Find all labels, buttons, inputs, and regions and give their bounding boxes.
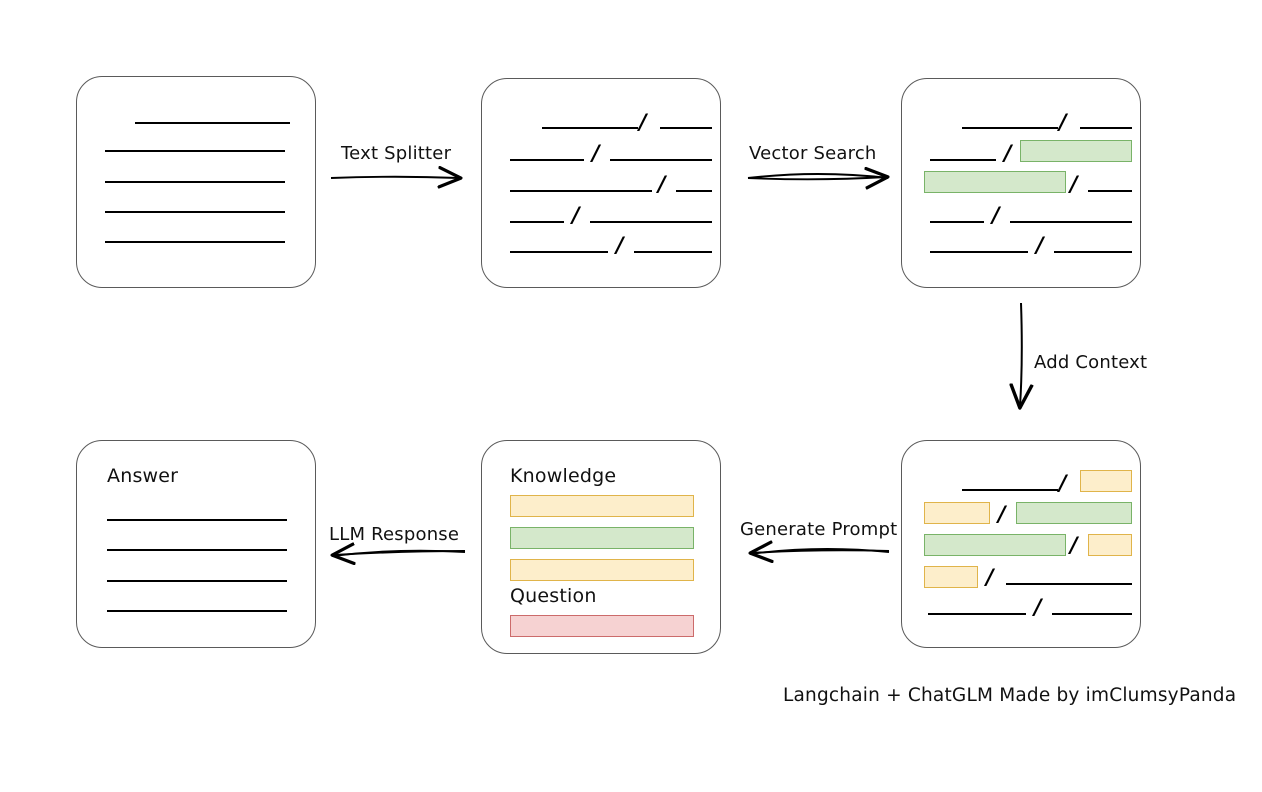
- chunk-separator-slash: /: [1034, 595, 1042, 619]
- text-line: [930, 221, 984, 223]
- text-line: [510, 221, 564, 223]
- edge-llm-response: [332, 551, 466, 556]
- matched-chunk-green: [924, 534, 1066, 556]
- edge-label-llm-response: LLM Response: [329, 524, 460, 545]
- chunk-separator-slash: /: [1059, 110, 1067, 134]
- chunk-separator-slash: /: [572, 203, 580, 227]
- text-line: [1006, 583, 1132, 585]
- text-line: [1080, 127, 1132, 129]
- answer-heading: Answer: [107, 465, 179, 487]
- chunk-separator-slash: /: [992, 203, 1000, 227]
- node-prompt-body: Knowledge Question: [482, 441, 720, 653]
- text-line: [962, 127, 1058, 129]
- node-vector-matched-chunks-body: / / / / /: [902, 79, 1140, 287]
- text-line: [105, 150, 285, 152]
- text-line: [1010, 221, 1132, 223]
- edge-label-add-context: Add Context: [1034, 352, 1148, 373]
- node-split-chunks-body: / / / / /: [482, 79, 720, 287]
- text-line: [105, 181, 285, 183]
- matched-chunk-green: [1020, 140, 1132, 162]
- text-line: [610, 159, 712, 161]
- edge-generate-prompt: [750, 549, 890, 554]
- edge-label-text-splitter: Text Splitter: [341, 143, 452, 164]
- node-context-enriched-chunks[interactable]: / / / / /: [901, 440, 1141, 648]
- text-line: [590, 221, 712, 223]
- text-line: [930, 251, 1028, 253]
- node-context-enriched-chunks-body: / / / / /: [902, 441, 1140, 647]
- matched-chunk-green: [924, 171, 1066, 193]
- text-line: [107, 549, 287, 551]
- text-line: [107, 580, 287, 582]
- knowledge-chunk-yellow: [510, 559, 694, 581]
- text-line: [962, 489, 1058, 491]
- context-chunk-yellow: [924, 502, 990, 524]
- chunk-separator-slash: /: [1059, 471, 1067, 495]
- edge-label-vector-search: Vector Search: [749, 143, 877, 164]
- chunk-separator-slash: /: [658, 172, 666, 196]
- matched-chunk-green: [1016, 502, 1132, 524]
- edge-label-generate-prompt: Generate Prompt: [740, 519, 898, 540]
- node-answer-body: Answer: [77, 441, 315, 647]
- text-line: [105, 211, 285, 213]
- knowledge-chunk-green: [510, 527, 694, 549]
- node-answer[interactable]: Answer: [76, 440, 316, 648]
- text-line: [510, 190, 652, 192]
- node-source-document-body: [77, 77, 315, 287]
- text-line: [1052, 613, 1132, 615]
- text-line: [510, 251, 608, 253]
- chunk-separator-slash: /: [1036, 233, 1044, 257]
- node-split-chunks[interactable]: / / / / /: [481, 78, 721, 288]
- chunk-separator-slash: /: [986, 565, 994, 589]
- text-line: [660, 127, 712, 129]
- chunk-separator-slash: /: [1070, 533, 1078, 557]
- edge-text-splitter: [330, 177, 459, 178]
- chunk-separator-slash: /: [998, 502, 1006, 526]
- chunk-separator-slash: /: [592, 141, 600, 165]
- context-chunk-yellow: [1088, 534, 1132, 556]
- context-chunk-yellow: [1080, 470, 1132, 492]
- context-chunk-yellow: [924, 566, 978, 588]
- text-line: [1088, 190, 1132, 192]
- node-vector-matched-chunks[interactable]: / / / / /: [901, 78, 1141, 288]
- question-chunk-red: [510, 615, 694, 637]
- chunk-separator-slash: /: [616, 233, 624, 257]
- chunk-separator-slash: /: [1070, 172, 1078, 196]
- chunk-separator-slash: /: [1004, 141, 1012, 165]
- text-line: [107, 610, 287, 612]
- text-line: [510, 159, 584, 161]
- text-line: [676, 190, 712, 192]
- knowledge-heading: Knowledge: [510, 465, 617, 487]
- edge-vector-search: [747, 174, 888, 179]
- text-line: [1054, 251, 1132, 253]
- edge-add-context: [1020, 302, 1022, 406]
- text-line: [928, 613, 1026, 615]
- text-line: [105, 241, 285, 243]
- knowledge-chunk-yellow: [510, 495, 694, 517]
- question-heading: Question: [510, 585, 597, 607]
- footer-credit: Langchain + ChatGLM Made by imClumsyPand…: [783, 685, 1237, 706]
- text-line: [135, 122, 290, 124]
- node-source-document[interactable]: [76, 76, 316, 288]
- text-line: [634, 251, 712, 253]
- text-line: [930, 159, 996, 161]
- text-line: [107, 519, 287, 521]
- node-prompt[interactable]: Knowledge Question: [481, 440, 721, 654]
- text-line: [542, 127, 638, 129]
- chunk-separator-slash: /: [639, 110, 647, 134]
